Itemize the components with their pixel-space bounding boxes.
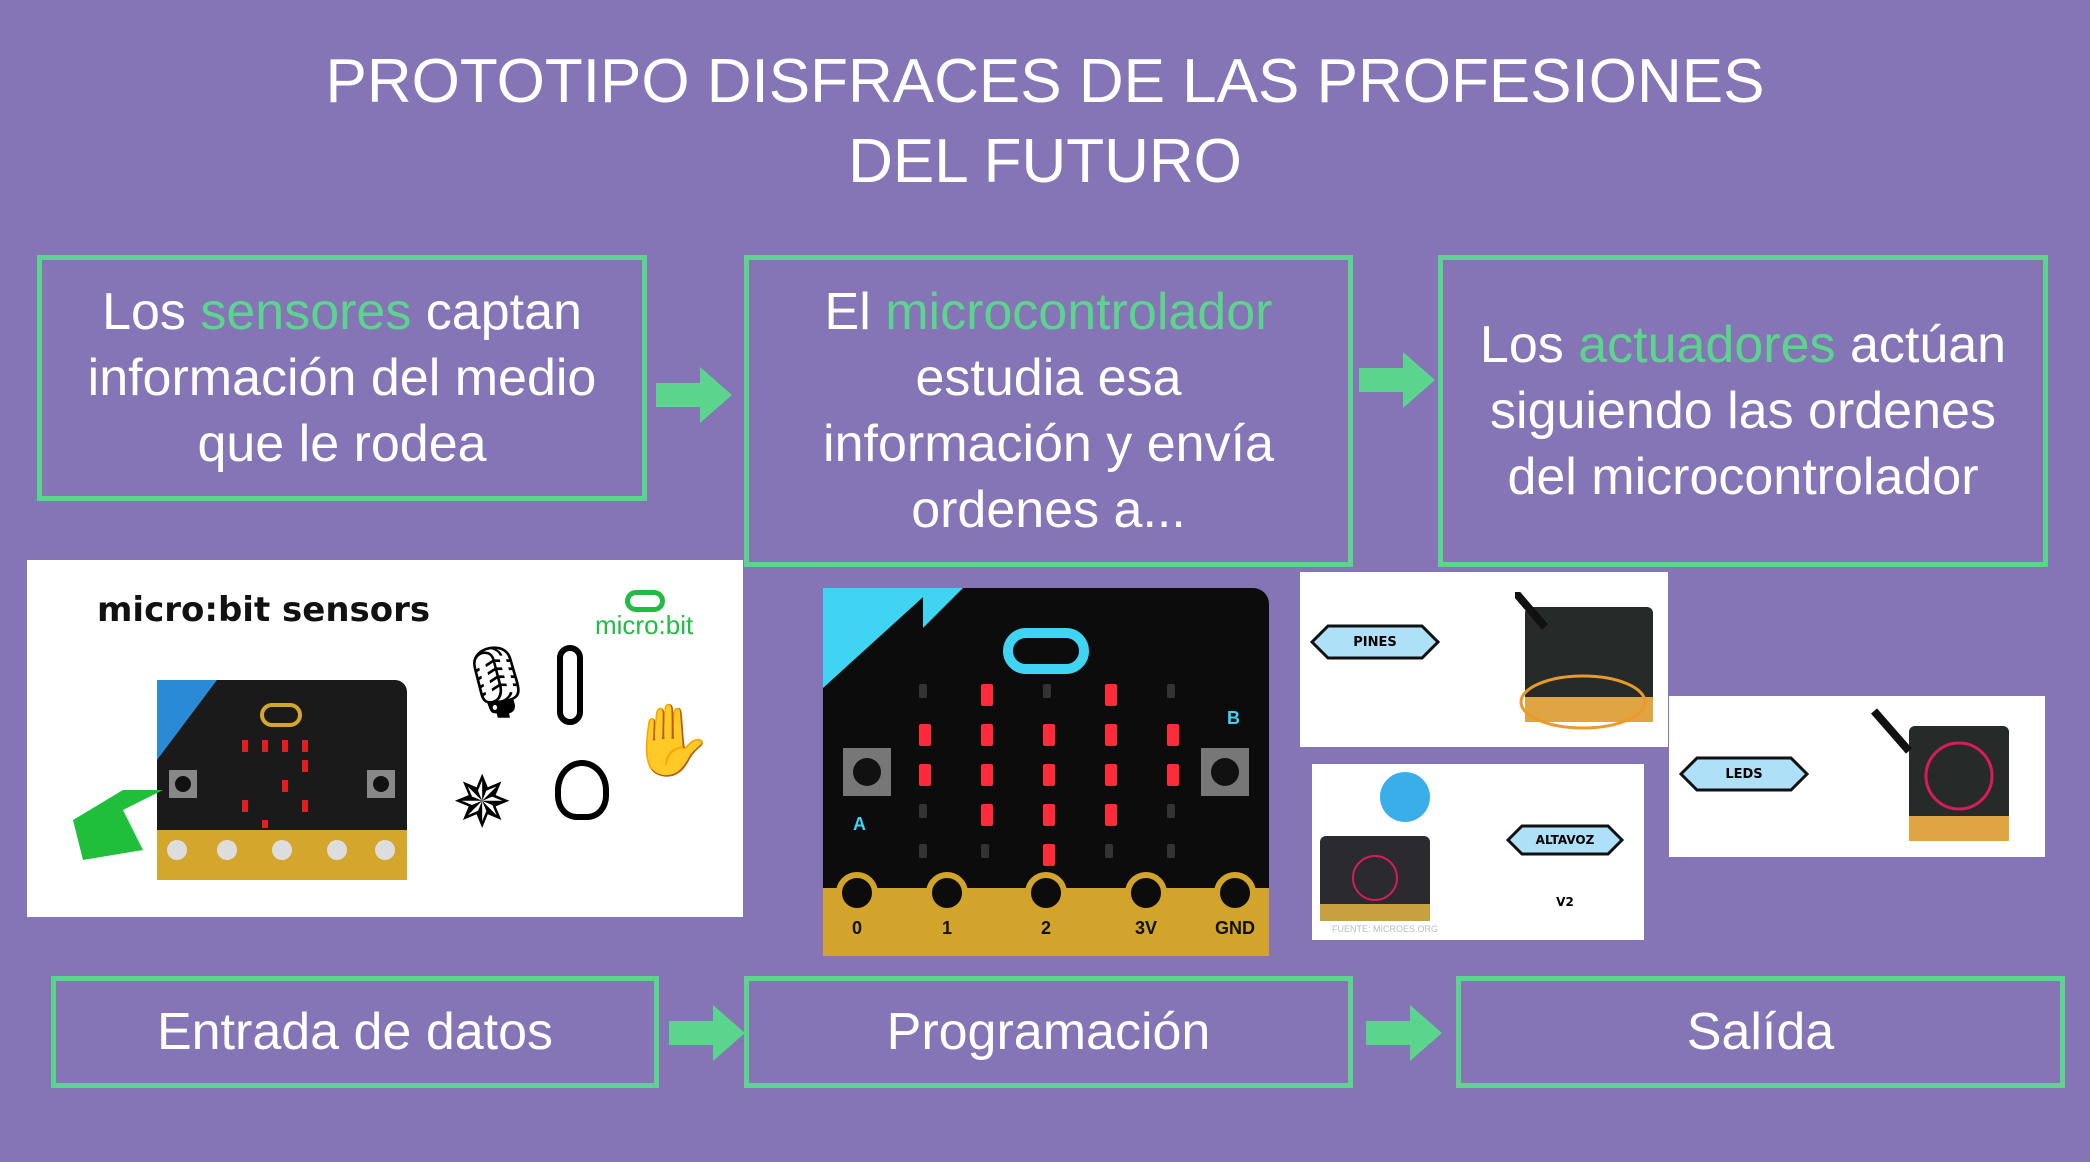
microbit-logo-icon — [625, 590, 665, 612]
microbit-board-image: 0 1 2 3V GND A B — [823, 588, 1269, 956]
led-on — [1167, 724, 1179, 746]
leds-hexagon-icon — [1679, 756, 1809, 792]
altavoz-image: FUENTE: MICROES.ORG ALTAVOZ V2 — [1312, 764, 1644, 940]
led-on — [1043, 844, 1055, 866]
pin-label: GND — [1215, 918, 1255, 938]
pines-image: PINES — [1300, 572, 1668, 747]
altavoz-hexagon-icon — [1506, 824, 1624, 856]
led-on — [1105, 804, 1117, 826]
microbit-pins-icon — [1515, 592, 1653, 730]
light-bulb-icon — [555, 760, 609, 820]
button-b-label: B — [1227, 708, 1240, 728]
step-text: estudia esa información y envía ordenes … — [823, 349, 1274, 539]
touch-hand-icon — [73, 790, 163, 860]
version-label: V2 — [1556, 895, 1574, 909]
sensors-image-title: micro:bit sensors — [97, 590, 431, 630]
led-on — [1043, 804, 1055, 826]
microbit-board-icon — [157, 680, 407, 880]
led-on — [1105, 724, 1117, 746]
pines-label: PINES — [1353, 634, 1397, 650]
step-highlight: actuadores — [1578, 316, 1836, 374]
led-off — [1043, 684, 1051, 698]
led-off — [919, 684, 927, 698]
led-on — [1167, 764, 1179, 786]
step-text: El — [824, 283, 886, 341]
step-text: captan información del medio que le rode… — [87, 283, 597, 473]
arrow-right-icon — [1359, 352, 1435, 408]
bottom-box-programacion: Programación — [744, 976, 1353, 1088]
bottom-label: Salída — [1686, 1003, 1835, 1061]
led-on — [981, 804, 993, 826]
led-off — [919, 844, 927, 858]
leds-image: LEDS — [1669, 696, 2045, 857]
compass-icon: ✵ — [452, 763, 513, 843]
led-on — [981, 684, 993, 706]
step-text: Los — [1479, 316, 1579, 374]
led-off — [1105, 844, 1113, 858]
arrow-right-icon — [1366, 1005, 1442, 1061]
led-on — [981, 764, 993, 786]
microbit-logo: micro:bit — [595, 610, 694, 640]
microbit-v2-back-icon — [1320, 836, 1430, 921]
pin-label: 1 — [942, 918, 952, 938]
bottom-label: Programación — [886, 1003, 1211, 1061]
step-actuators-box: Los actuadores actúan siguiendo las orde… — [1438, 255, 2048, 567]
led-on — [1043, 764, 1055, 786]
step-sensors-box: Los sensores captan información del medi… — [37, 255, 647, 501]
pin-label: 2 — [1041, 918, 1051, 938]
step-text: actúan siguiendo las ordenes del microco… — [1490, 316, 2007, 506]
led-on — [919, 724, 931, 746]
thermometer-icon — [557, 645, 583, 725]
page-title-line2: DEL FUTURO — [848, 127, 1242, 196]
bottom-box-salida: Salída — [1456, 976, 2065, 1088]
step-highlight: microcontrolador — [885, 283, 1273, 341]
led-off — [981, 844, 989, 858]
led-on — [1043, 724, 1055, 746]
led-off — [919, 804, 927, 818]
microphone-icon: 🎙 — [452, 643, 541, 721]
altavoz-label: ALTAVOZ — [1535, 833, 1595, 847]
led-off — [1167, 804, 1175, 818]
page-title-line1: PROTOTIPO DISFRACES DE LAS PROFESIONES — [325, 47, 1765, 116]
pin-label: 3V — [1135, 918, 1157, 938]
speaker-icon — [1380, 772, 1430, 822]
bottom-box-entrada: Entrada de datos — [51, 976, 659, 1088]
bottom-label: Entrada de datos — [156, 1003, 554, 1061]
pin-label: 0 — [852, 918, 862, 938]
source-caption: FUENTE: MICROES.ORG — [1332, 924, 1439, 934]
arrow-right-icon — [656, 367, 732, 423]
led-on — [1105, 764, 1117, 786]
step-text: Los — [102, 283, 201, 341]
arrow-right-icon — [669, 1005, 745, 1061]
step-microcontroller-box: El microcontrolador estudia esa informac… — [744, 255, 1353, 567]
led-off — [1167, 684, 1175, 698]
hand-wave-icon: ✋ — [627, 701, 715, 779]
leds-label: LEDS — [1725, 766, 1763, 782]
led-on — [1105, 684, 1117, 706]
led-on — [919, 764, 931, 786]
pines-hexagon-icon — [1310, 624, 1440, 660]
button-a-label: A — [853, 814, 866, 834]
led-off — [1167, 844, 1175, 858]
microbit-leds-icon — [1870, 708, 2009, 841]
step-highlight: sensores — [200, 283, 412, 341]
sensors-image: micro:bit sensors micro:bit 🎙 ✵ ✋ — [27, 560, 743, 917]
led-on — [981, 724, 993, 746]
